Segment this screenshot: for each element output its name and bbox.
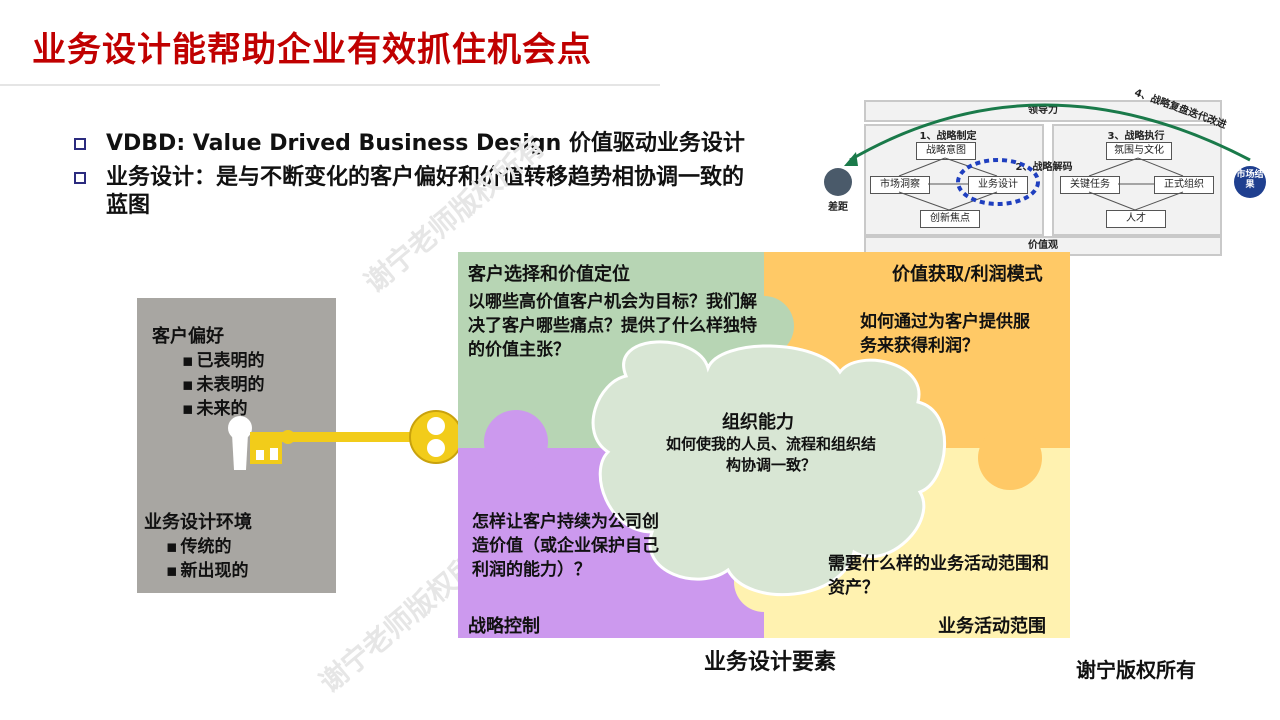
step1-label: 1、战略制定 [919,131,977,142]
page-title: 业务设计能帮助企业有效抓住机会点 [32,30,592,70]
segment-label-customer: 客户选择和价值定位 [468,264,630,285]
preference-item: 未来的 [182,394,248,419]
title-underline [0,84,660,86]
node-innovation: 创新焦点 [920,210,980,228]
puzzle-graphic [458,252,1070,638]
step2-label: 2、战略解码 [1015,162,1073,173]
node-org: 正式组织 [1154,176,1214,194]
bullet-list: VDBD: Value Drived Business Design 价值驱动业… [74,130,774,226]
node-tasks: 关键任务 [1060,176,1120,194]
footer-caption: 业务设计要素 [704,650,837,675]
preference-item: 未表明的 [182,370,265,395]
puzzle-piece-center [591,340,946,597]
key-icon [228,410,463,470]
bullet-item: VDBD: Value Drived Business Design 价值驱动业… [74,130,774,158]
node-talent: 人才 [1106,210,1166,228]
bullet-text: VDBD: Value Drived Business Design 价值驱动业… [106,131,745,156]
square-bullet-icon [74,172,86,184]
node-design: 业务设计 [968,176,1028,194]
node-insight: 市场洞察 [870,176,930,194]
preference-title: 客户偏好 [152,326,224,347]
square-bullet-icon [74,138,86,150]
preference-item: 已表明的 [182,346,265,371]
result-label: 市场结果 [1236,170,1264,190]
result-circle [1234,166,1266,198]
values-label: 价值观 [1028,240,1058,251]
step3-label: 3、战略执行 [1107,131,1165,142]
node-intent: 战略意图 [916,142,976,160]
segment-text-customer: 以哪些高价值客户机会为目标？我们解决了客户哪些痛点？提供了什么样独特的价值主张？ [468,292,757,360]
node-culture: 氛围与文化 [1106,142,1172,160]
leadership-label: 领导力 [1028,105,1058,116]
segment-text-control: 怎样让客户持续为公司创造价值（或企业保护自己利润的能力）？ [472,512,659,580]
copyright-text: 谢宁版权所有 [1076,658,1196,682]
strategy-diagram: 领导力 价值观 1、战略制定 3、战略执行 2、战略解码 4、战略复盘迭代改进 … [864,88,1228,258]
environment-item: 传统的 [166,532,232,557]
gap-label: 差距 [828,202,848,213]
gap-circle [824,168,852,196]
segment-label-control: 战略控制 [468,616,540,637]
diagram-lines [898,157,1184,211]
environment-title: 业务设计环境 [144,512,252,533]
bullet-item: 业务设计：是与不断变化的客户偏好和价值转移趋势相协调一致的蓝图 [74,164,774,220]
segment-label-scope: 业务活动范围 [938,616,1046,637]
segment-text-org: 如何使我的人员、流程和组织结构协调一致？ [665,435,876,474]
iteration-arc [824,103,1266,198]
bullet-text: 业务设计：是与不断变化的客户偏好和价值转移趋势相协调一致的蓝图 [106,165,745,218]
segment-label-profit: 价值获取/利润模式 [892,264,1043,285]
segment-text-profit: 如何通过为客户提供服务来获得利润？ [860,312,1030,356]
segment-label-org: 组织能力 [722,412,794,433]
focus-ring [956,158,1040,206]
segment-text-scope: 需要什么样的业务活动范围和资产？ [828,554,1049,598]
environment-item: 新出现的 [166,556,249,581]
